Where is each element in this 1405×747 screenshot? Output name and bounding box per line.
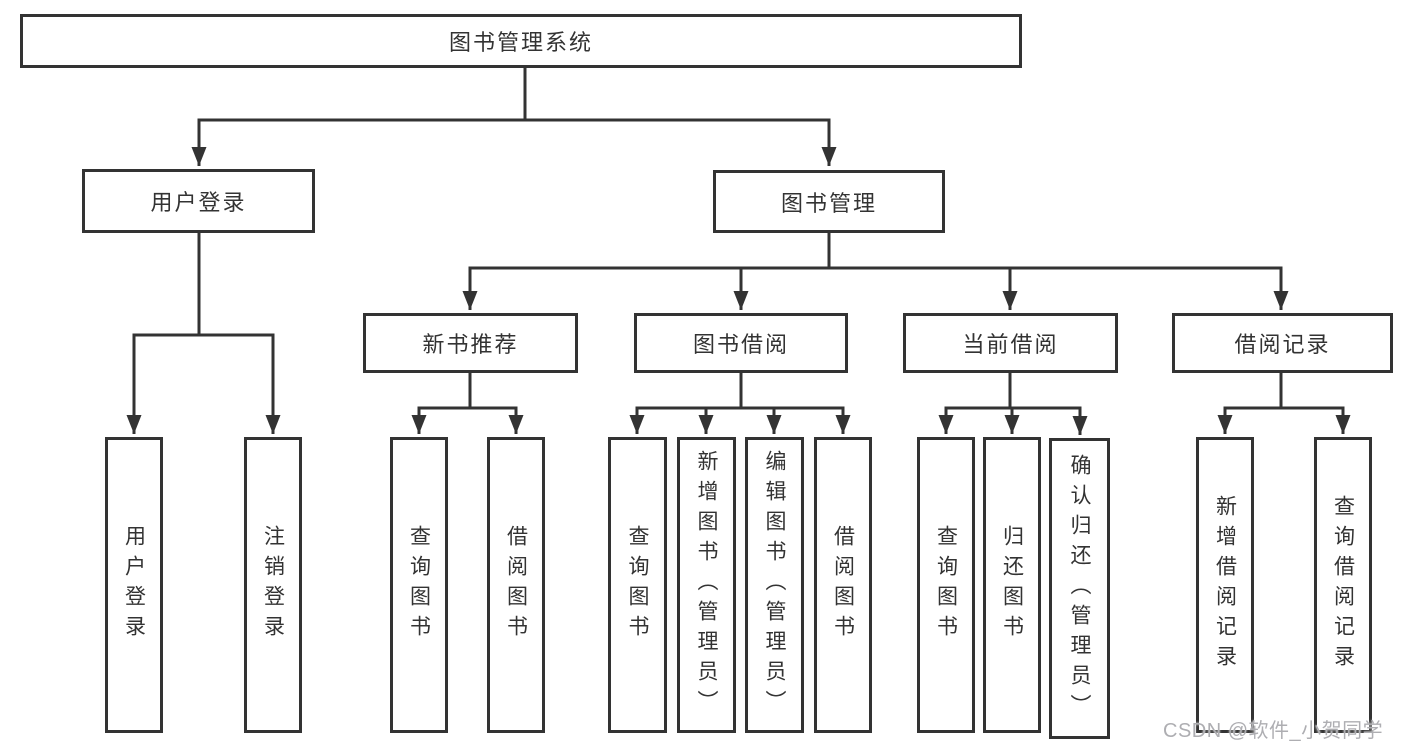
leaf-borrow-book-label: 借阅图书 <box>831 525 855 645</box>
leaf-recommend-query-book: 查询图书 <box>390 437 448 733</box>
leaf-current-query-book-label: 查询图书 <box>934 525 958 645</box>
leaf-add-book-admin-label: 新增图书（管理员） <box>695 450 718 720</box>
leaf-return-book: 归还图书 <box>983 437 1041 733</box>
node-current-borrow: 当前借阅 <box>903 313 1118 373</box>
node-root-label: 图书管理系统 <box>448 30 593 55</box>
leaf-logout: 注销登录 <box>244 437 302 733</box>
node-book-management-label: 图书管理 <box>780 190 877 216</box>
node-book-management: 图书管理 <box>713 170 945 233</box>
csdn-watermark: CSDN @软件_小贺同学 <box>1163 720 1384 742</box>
leaf-add-borrow-record-label: 新增借阅记录 <box>1213 495 1237 675</box>
leaf-edit-book-admin-label: 编辑图书（管理员） <box>763 450 786 720</box>
node-user-login: 用户登录 <box>82 169 315 233</box>
node-user-login-label: 用户登录 <box>150 190 247 215</box>
leaf-confirm-return-admin: 确认归还（管理员） <box>1049 438 1110 739</box>
leaf-recommend-borrow-book: 借阅图书 <box>487 437 545 733</box>
node-new-book-recommend: 新书推荐 <box>363 313 578 373</box>
leaf-user-login-label: 用户登录 <box>122 525 146 645</box>
node-borrow-records: 借阅记录 <box>1172 313 1393 373</box>
node-book-borrow: 图书借阅 <box>634 313 848 373</box>
leaf-recommend-borrow-book-label: 借阅图书 <box>504 525 528 645</box>
node-borrow-records-label: 借阅记录 <box>1234 332 1331 357</box>
node-root-system: 图书管理系统 <box>20 14 1022 68</box>
node-current-borrow-label: 当前借阅 <box>962 332 1059 357</box>
leaf-borrow-query-book-label: 查询图书 <box>626 525 649 645</box>
leaf-add-borrow-record: 新增借阅记录 <box>1196 437 1254 733</box>
leaf-query-borrow-record: 查询借阅记录 <box>1314 437 1372 733</box>
leaf-add-book-admin: 新增图书（管理员） <box>677 437 736 733</box>
leaf-edit-book-admin: 编辑图书（管理员） <box>745 437 804 733</box>
node-book-borrow-label: 图书借阅 <box>692 332 789 357</box>
leaf-return-book-label: 归还图书 <box>1000 525 1024 645</box>
leaf-user-login: 用户登录 <box>105 437 163 733</box>
leaf-borrow-book: 借阅图书 <box>814 437 872 733</box>
leaf-logout-label: 注销登录 <box>261 525 285 645</box>
node-new-book-recommend-label: 新书推荐 <box>422 332 519 357</box>
leaf-confirm-return-admin-label: 确认归还（管理员） <box>1068 453 1091 724</box>
leaf-borrow-query-book: 查询图书 <box>608 437 667 733</box>
leaf-recommend-query-book-label: 查询图书 <box>407 525 431 645</box>
leaf-query-borrow-record-label: 查询借阅记录 <box>1331 495 1355 675</box>
leaf-current-query-book: 查询图书 <box>917 437 975 733</box>
